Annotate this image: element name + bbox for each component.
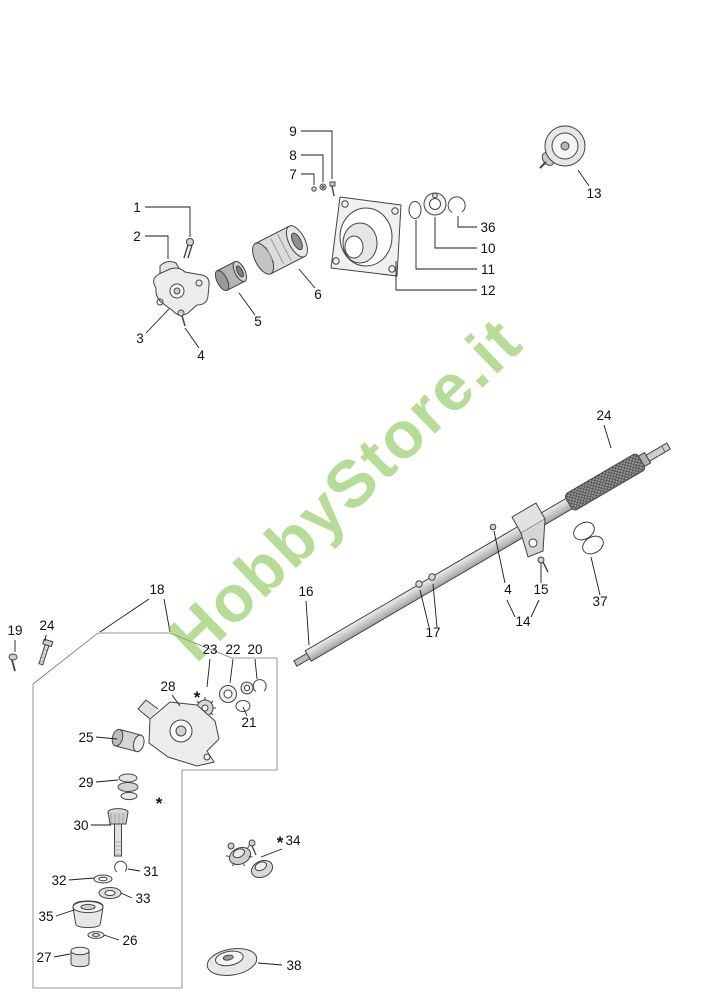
label-4a: 4 (197, 348, 205, 363)
shaft-end-rod (645, 442, 672, 462)
label-16: 16 (298, 584, 313, 599)
part-6-coupler (252, 225, 308, 275)
part-21-ring (235, 700, 251, 712)
part-33-bearing (98, 887, 122, 899)
label-34: 34 (285, 833, 301, 848)
part-19-screw (8, 653, 18, 672)
label-5: 5 (254, 314, 262, 329)
part-20-circlip (252, 679, 267, 692)
label-25: 25 (78, 730, 93, 745)
part-28-gear-housing (137, 699, 220, 767)
label-32: 32 (51, 873, 66, 888)
part-9-screw (329, 181, 336, 197)
part-labels: 9 8 7 1 2 3 4 5 6 13 36 10 11 12 24 16 1… (7, 124, 612, 973)
part-1-screw (183, 238, 194, 259)
label-28: 28 (160, 679, 175, 694)
part-17-screw-a (415, 580, 423, 588)
label-7: 7 (289, 167, 297, 182)
part-7-pin (311, 186, 317, 192)
label-26: 26 (122, 933, 137, 948)
part-35-cup (72, 900, 104, 929)
label-35: 35 (38, 909, 53, 924)
part-30-gear-shaft (107, 808, 129, 857)
label-36: 36 (480, 220, 495, 235)
part-24-bolt (38, 638, 54, 666)
part-23-bearing (219, 685, 237, 703)
label-21: 21 (241, 715, 256, 730)
label-18: 18 (149, 582, 164, 597)
label-37: 37 (592, 594, 607, 609)
part-25-collar (111, 728, 145, 753)
label-15: 15 (533, 582, 548, 597)
label-19: 19 (7, 623, 22, 638)
label-30: 30 (73, 818, 88, 833)
shaft-assembly (293, 442, 672, 667)
label-31: 31 (143, 864, 158, 879)
label-1: 1 (133, 200, 141, 215)
label-33: 33 (135, 891, 150, 906)
label-20: 20 (247, 642, 262, 657)
part-38-cover-washer (206, 947, 258, 977)
part-12-flange-housing (330, 196, 402, 277)
star-mark-b: * (156, 794, 163, 813)
label-23: 23 (202, 642, 217, 657)
label-24a: 24 (596, 408, 612, 423)
label-14: 14 (515, 614, 531, 629)
label-13: 13 (586, 186, 601, 201)
part-5-bushing (214, 260, 248, 292)
star-mark-c: * (277, 833, 284, 852)
part-32-washer (93, 874, 113, 884)
part-4-screw (177, 309, 186, 327)
label-8: 8 (289, 148, 297, 163)
label-17: 17 (425, 625, 440, 640)
part-13-clutch-drum (539, 125, 586, 169)
label-38: 38 (286, 958, 301, 973)
label-9: 9 (289, 124, 297, 139)
label-6: 6 (314, 287, 322, 302)
part-36-circlip (447, 196, 466, 213)
label-10: 10 (480, 241, 495, 256)
label-29: 29 (78, 775, 93, 790)
label-22: 22 (225, 642, 240, 657)
assembly-outline (32, 632, 278, 989)
label-3: 3 (136, 331, 144, 346)
part-26-washer (87, 931, 105, 939)
part-11-ring (408, 201, 422, 219)
part-29-seals (117, 773, 139, 801)
label-24b: 24 (39, 618, 55, 633)
part-14-hanger-bracket (511, 502, 546, 558)
part-27-cap (70, 946, 90, 968)
part-3-housing (153, 267, 210, 316)
part-4-bracket-screw (489, 523, 497, 531)
label-12: 12 (480, 283, 495, 298)
part-10-bearing (423, 192, 447, 216)
part-31-circlip (114, 860, 128, 873)
label-4b: 4 (504, 582, 512, 597)
label-27: 27 (36, 950, 51, 965)
label-11: 11 (481, 262, 495, 277)
part-22-washer (240, 681, 254, 695)
gearhead-assembly (8, 632, 278, 989)
part-24-grip (564, 453, 646, 511)
part-37-rings (573, 521, 604, 555)
star-mark-a: * (194, 688, 201, 707)
label-2: 2 (133, 229, 141, 244)
leader-lines (14, 130, 612, 966)
part-17-screw-b (428, 573, 436, 581)
clutch-assembly (153, 125, 586, 327)
part-34-bevel-gears (225, 839, 274, 879)
part-15-screw (537, 556, 549, 573)
part-8-washer (319, 183, 327, 191)
